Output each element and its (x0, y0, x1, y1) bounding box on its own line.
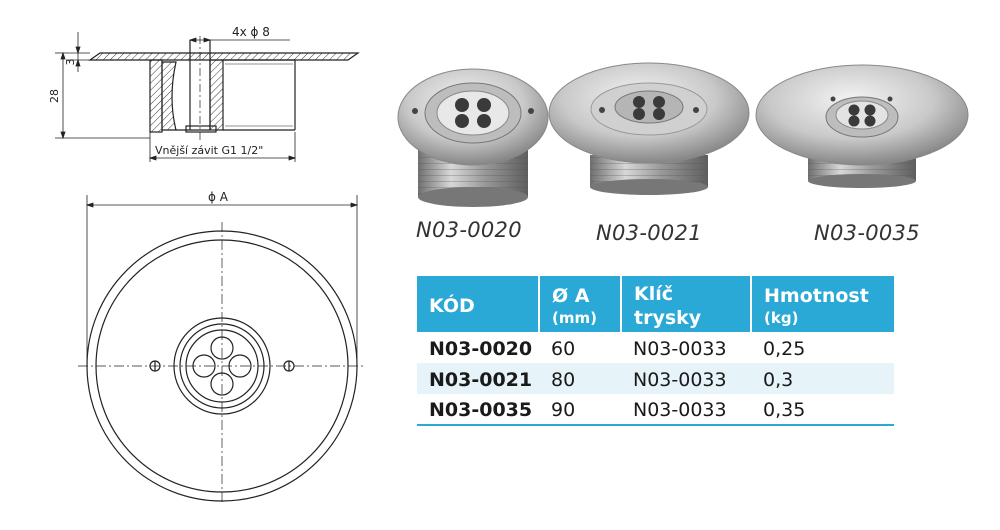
product-images (397, 62, 969, 207)
dim-flange-label: 3 (64, 59, 77, 66)
cell-code: N03-0035 (417, 394, 539, 426)
spec-table: KÓD Ø A (mm) Klíč trysky Hmotnost (kg) N… (417, 276, 894, 426)
section-view (88, 36, 360, 140)
header-key: Klíč trysky (620, 276, 751, 332)
cell-key: N03-0033 (621, 363, 751, 394)
diameter-dimension (85, 195, 359, 362)
top-view (78, 222, 366, 505)
product-code-n03-0035: N03-0035 (814, 221, 920, 245)
cell-key: N03-0033 (633, 337, 727, 360)
table-row: N03-0035 90 N03-0033 0,35 (417, 394, 894, 426)
header-diameter: Ø A (mm) (538, 276, 621, 332)
cell-code: N03-0021 (417, 363, 539, 394)
header-code: KÓD (417, 276, 539, 332)
dim-holes-label: 4x ϕ 8 (232, 25, 270, 39)
cell-weight: 0,3 (751, 363, 894, 394)
cell-diameter: 80 (539, 363, 621, 394)
table-row: N03-0021 80 N03-0033 0,3 (417, 363, 894, 394)
table-header-row: KÓD Ø A (mm) Klíč trysky Hmotnost (kg) (417, 276, 894, 332)
product-image-n03-0021 (548, 62, 750, 195)
dim-diameter-label: ϕ A (208, 190, 229, 204)
dim-height-label: 28 (48, 89, 61, 103)
product-image-n03-0035 (755, 64, 969, 188)
cell-code: N03-0020 (429, 337, 533, 360)
technical-drawing: 4x ϕ 8 3 28 Vnější závit G1 1/2" ϕ A (48, 25, 366, 505)
cell-key: N03-0033 (621, 394, 751, 426)
cell-weight: 0,25 (763, 337, 806, 360)
table-row: N03-0020 60 N03-0033 0,25 (417, 332, 894, 363)
product-code-n03-0020: N03-0020 (416, 218, 522, 242)
cell-diameter: 60 (551, 337, 576, 360)
product-code-n03-0021: N03-0021 (596, 221, 702, 245)
header-weight: Hmotnost (kg) (750, 276, 894, 332)
cell-diameter: 90 (539, 394, 621, 426)
thread-label: Vnější závit G1 1/2" (155, 144, 263, 157)
section-dimensions (55, 32, 297, 162)
product-image-n03-0020 (397, 68, 549, 207)
cell-weight: 0,35 (751, 394, 894, 426)
